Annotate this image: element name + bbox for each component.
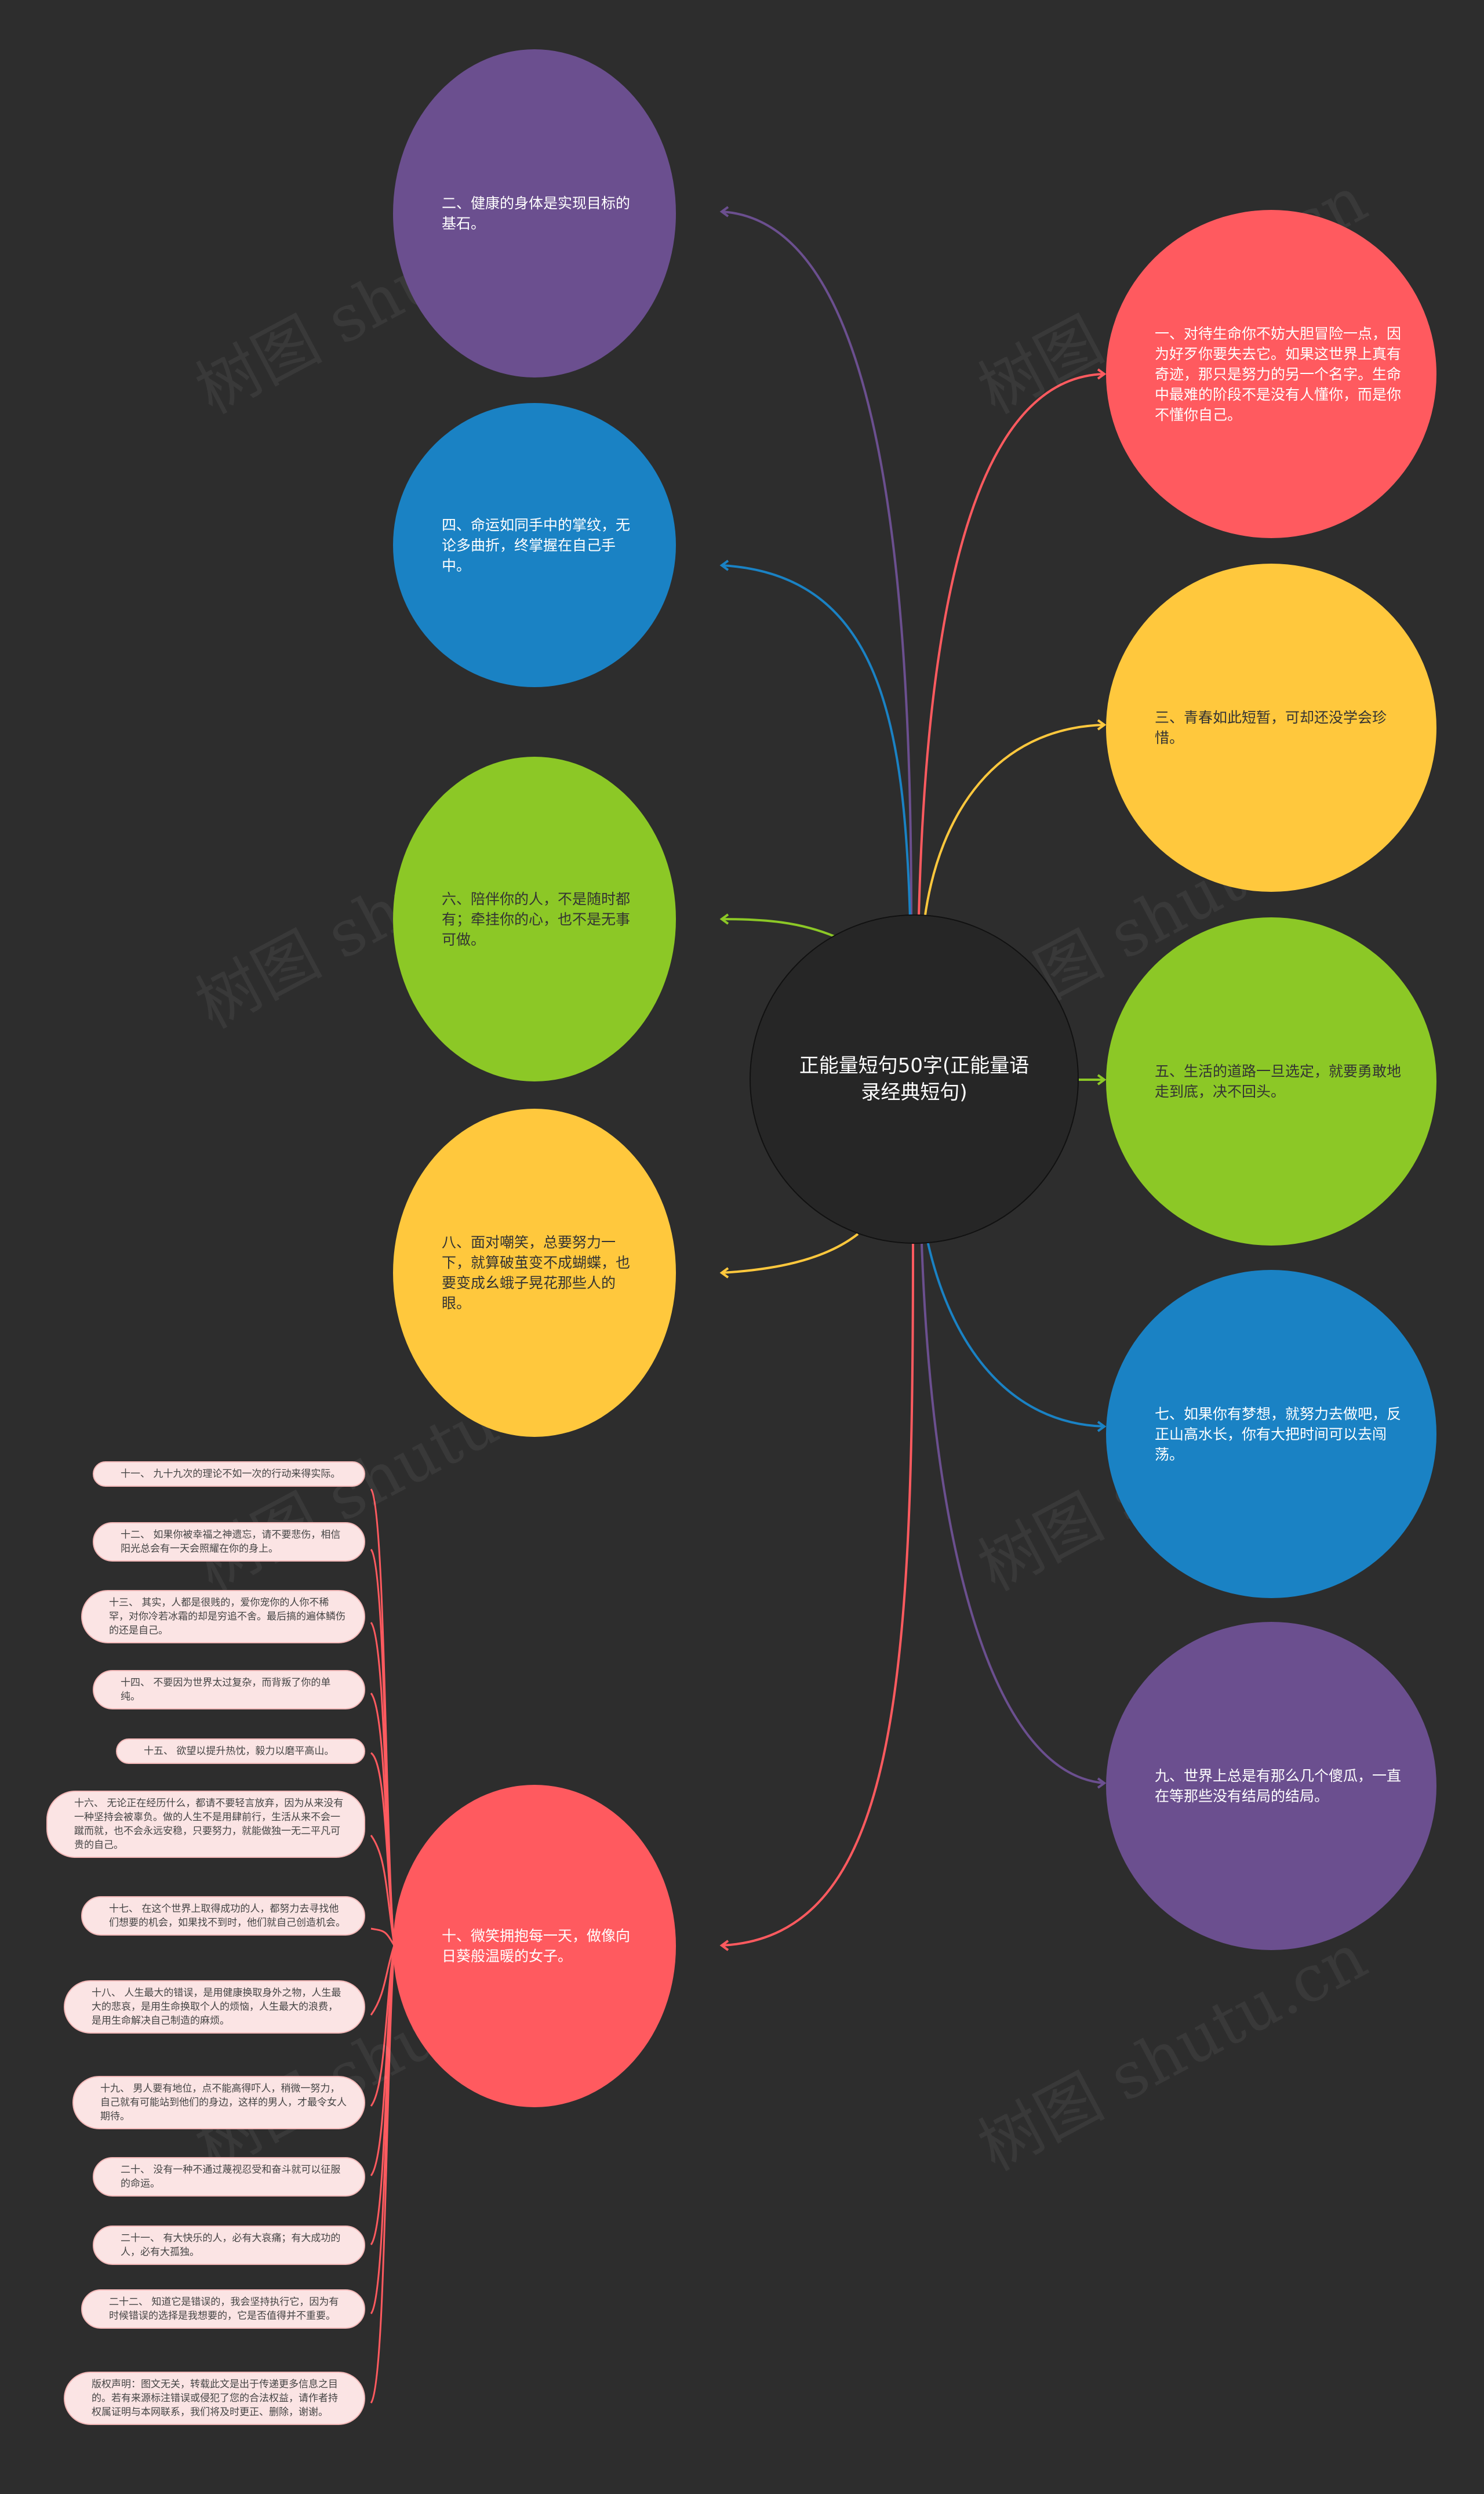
link-n8: [721, 1233, 859, 1274]
leaf-item[interactable]: 二十一、 有大快乐的人，必有大哀痛；有大成功的人，必有大孤独。: [93, 2226, 365, 2265]
topic-node-1[interactable]: 一、对待生命你不妨大胆冒险一点，因为好歹你要失去它。如果这世界上真有奇迹，那只是…: [1106, 210, 1436, 538]
leaf-item[interactable]: 十一、 九十九次的理论不如一次的行动来得实际。: [93, 1461, 365, 1487]
link-n10: [721, 1243, 914, 1947]
topic-node-label: 四、命运如同手中的掌纹，无论多曲折，终掌握在自己手中。: [442, 516, 631, 574]
leaf-item[interactable]: 十八、 人生最大的错误，是用健康换取身外之物，人生最大的悲哀，是用生命换取个人的…: [64, 1980, 365, 2034]
topic-node-label: 五、生活的道路一旦选定，就要勇敢地走到底，决不回头。: [1155, 1063, 1402, 1100]
topic-node-5[interactable]: 五、生活的道路一旦选定，就要勇敢地走到底，决不回头。: [1106, 917, 1436, 1246]
topic-node-label: 七、如果你有梦想，就努力去做吧，反正山高水长，你有大把时间可以去闯荡。: [1155, 1405, 1402, 1463]
topic-node-label: 一、对待生命你不妨大胆冒险一点，因为好歹你要失去它。如果这世界上真有奇迹，那只是…: [1155, 325, 1402, 423]
leaf-item[interactable]: 二十二、 知道它是错误的，我会坚持执行它，因为有时候错误的选择是我想要的，它是否…: [81, 2289, 365, 2329]
topic-node-10[interactable]: 十、微笑拥抱每一天，做像向日葵般温暖的女子。: [393, 1785, 676, 2107]
link-n4: [721, 564, 911, 920]
center-topic[interactable]: 正能量短句50字(正能量语录经典短句): [750, 914, 1079, 1244]
topic-node-label: 二、健康的身体是实现目标的基石。: [442, 195, 631, 232]
topic-node-4[interactable]: 四、命运如同手中的掌纹，无论多曲折，终掌握在自己手中。: [393, 403, 676, 687]
link-n7: [926, 1240, 1105, 1428]
topic-node-9[interactable]: 九、世界上总是有那么几个傻瓜，一直在等那些没有结局的结局。: [1106, 1622, 1436, 1950]
center-topic-label: 正能量短句50字(正能量语录经典短句): [799, 1054, 1030, 1104]
topic-node-label: 六、陪伴你的人，不是随时都有；牵挂你的心，也不是无事可做。: [442, 890, 631, 948]
topic-node-2[interactable]: 二、健康的身体是实现目标的基石。: [393, 49, 676, 377]
topic-node-6[interactable]: 六、陪伴你的人，不是随时都有；牵挂你的心，也不是无事可做。: [393, 757, 676, 1081]
topic-node-8[interactable]: 八、面对嘲笑，总要努力一下，就算破茧变不成蝴蝶，也要变成幺蛾子晃花那些人的眼。: [393, 1109, 676, 1437]
leaf-item[interactable]: 十二、 如果你被幸福之神遗忘，请不要悲伤，相信阳光总会有一天会照耀在你的身上。: [93, 1522, 365, 1562]
topic-node-label: 九、世界上总是有那么几个傻瓜，一直在等那些没有结局的结局。: [1155, 1767, 1402, 1805]
link-n3: [923, 724, 1105, 920]
leaf-item[interactable]: 十九、 男人要有地位，点不能高得吓人，稍微一努力，自己就有可能站到他们的身边，这…: [72, 2076, 365, 2129]
topic-node-7[interactable]: 七、如果你有梦想，就努力去做吧，反正山高水长，你有大把时间可以去闯荡。: [1106, 1270, 1436, 1598]
leaf-item[interactable]: 十七、 在这个世界上取得成功的人，都努力去寻找他们想要的机会，如果找不到时，他们…: [81, 1896, 365, 1936]
link-n9: [921, 1243, 1105, 1784]
topic-node-3[interactable]: 三、青春如此短暂，可却还没学会珍惜。: [1106, 564, 1436, 892]
leaf-item[interactable]: 版权声明：图文无关，转载此文是出于传递更多信息之目的。若有来源标注错误或侵犯了您…: [64, 2372, 365, 2425]
leaf-item[interactable]: 十五、 欲望以提升热忱，毅力以磨平高山。: [116, 1738, 365, 1764]
leaf-item[interactable]: 十三、 其实，人都是很贱的，爱你宠你的人你不稀罕，对你冷若冰霜的却是穷追不舍。最…: [81, 1590, 365, 1643]
leaf-item[interactable]: 二十、 没有一种不通过蔑视忍受和奋斗就可以征服的命运。: [93, 2157, 365, 2197]
link-n1: [918, 373, 1105, 917]
link-n6: [721, 918, 835, 938]
leaf-item[interactable]: 十六、 无论正在经历什么，都请不要轻言放弃，因为从来没有一种坚持会被辜负。做的人…: [46, 1791, 365, 1858]
leaf-item[interactable]: 十四、 不要因为世界太过复杂，而背叛了你的单纯。: [93, 1670, 365, 1709]
link-n2: [721, 210, 912, 917]
topic-node-label: 八、面对嘲笑，总要努力一下，就算破茧变不成蝴蝶，也要变成幺蛾子晃花那些人的眼。: [442, 1234, 631, 1312]
topic-node-label: 十、微笑拥抱每一天，做像向日葵般温暖的女子。: [442, 1927, 631, 1965]
topic-node-label: 三、青春如此短暂，可却还没学会珍惜。: [1155, 709, 1387, 746]
